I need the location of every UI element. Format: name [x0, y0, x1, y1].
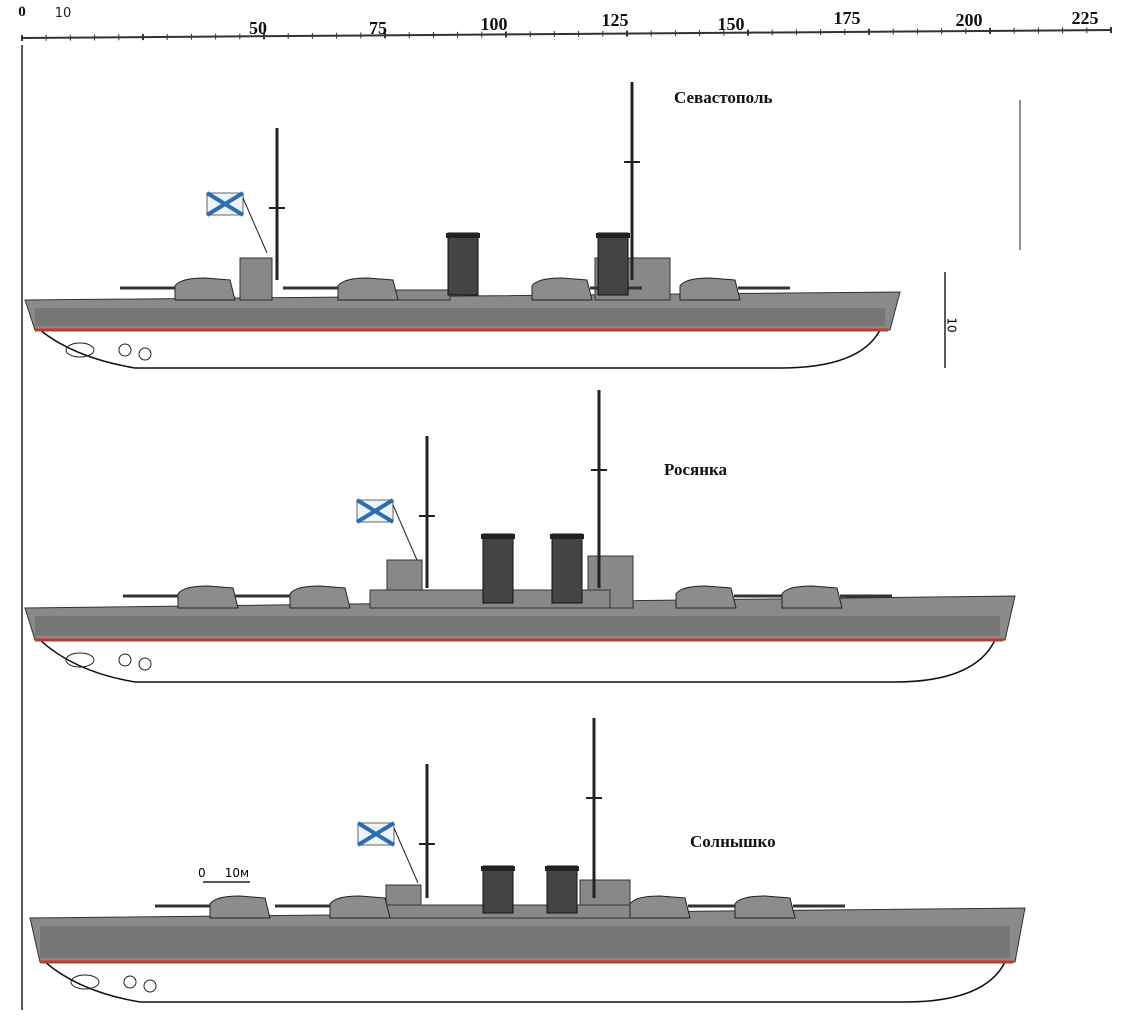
small-scale-start: 0	[198, 866, 206, 880]
rudder-icon	[65, 652, 95, 668]
main-gun-turret	[209, 895, 271, 919]
ship-name-solnyshko: Солнышко	[690, 832, 776, 851]
scale-label-100: 100	[480, 14, 508, 34]
flag-cross	[356, 821, 396, 847]
scale-label-150: 150	[717, 14, 745, 34]
scale-label-175: 175	[833, 8, 861, 28]
main-gun-turret	[734, 895, 796, 919]
flag-line	[393, 827, 419, 884]
ship-belt	[35, 308, 885, 326]
main-gun-turret	[329, 895, 391, 919]
propeller-icon	[143, 979, 157, 993]
propeller-icon	[118, 343, 132, 357]
main-gun-turret	[289, 585, 351, 609]
propeller-icon	[138, 347, 152, 361]
funnel-cap	[446, 233, 480, 238]
main-gun-turret	[675, 585, 737, 609]
main-gun-turret	[679, 277, 741, 301]
scale-label-200: 200	[955, 10, 983, 30]
scale-label-125: 125	[601, 10, 629, 30]
flag-cross	[205, 191, 245, 217]
propeller-icon	[123, 975, 137, 989]
main-gun-turret	[174, 277, 236, 301]
scale-label-50: 50	[249, 18, 267, 38]
funnel	[551, 533, 583, 604]
main-gun-turret	[337, 277, 399, 301]
funnel-cap	[550, 534, 584, 539]
scale-label-225: 225	[1071, 8, 1099, 28]
funnel	[546, 865, 578, 914]
flag-line	[242, 197, 268, 254]
small-scale-bar-label: 0 10м	[198, 866, 249, 880]
main-gun-turret	[781, 585, 843, 609]
funnel	[482, 865, 514, 914]
rudder-icon	[65, 342, 95, 358]
ship-belt	[40, 926, 1010, 958]
flag-line	[392, 504, 418, 561]
funnel	[447, 232, 479, 296]
scale-label-10: 10	[54, 6, 72, 21]
ship-underwater-hull	[44, 961, 1007, 1003]
rudder-icon	[70, 974, 100, 990]
flag-cross	[355, 498, 395, 524]
funnel-cap	[596, 233, 630, 238]
funnel	[482, 533, 514, 604]
funnel-cap	[545, 866, 579, 871]
propeller-icon	[118, 653, 132, 667]
ship-underwater-hull	[39, 639, 997, 683]
ship-underwater-hull	[39, 329, 882, 369]
ship-name-rosyanka: Росянка	[664, 460, 728, 479]
small-scale-end: 10м	[224, 866, 250, 880]
funnel-cap	[481, 866, 515, 871]
funnel	[597, 232, 629, 296]
main-gun-turret	[629, 895, 691, 919]
scale-label-75: 75	[369, 18, 387, 38]
main-gun-turret	[531, 277, 593, 301]
vertical-scale-label: 10	[944, 317, 959, 333]
funnel-cap	[481, 534, 515, 539]
propeller-icon	[138, 657, 152, 671]
ship-belt	[35, 616, 1000, 636]
superstructure	[239, 257, 273, 301]
scale-label-0: 0	[18, 4, 26, 20]
ship-name-sevastopol: Севастополь	[674, 88, 773, 107]
scale-axis	[21, 29, 1113, 39]
main-gun-turret	[177, 585, 239, 609]
